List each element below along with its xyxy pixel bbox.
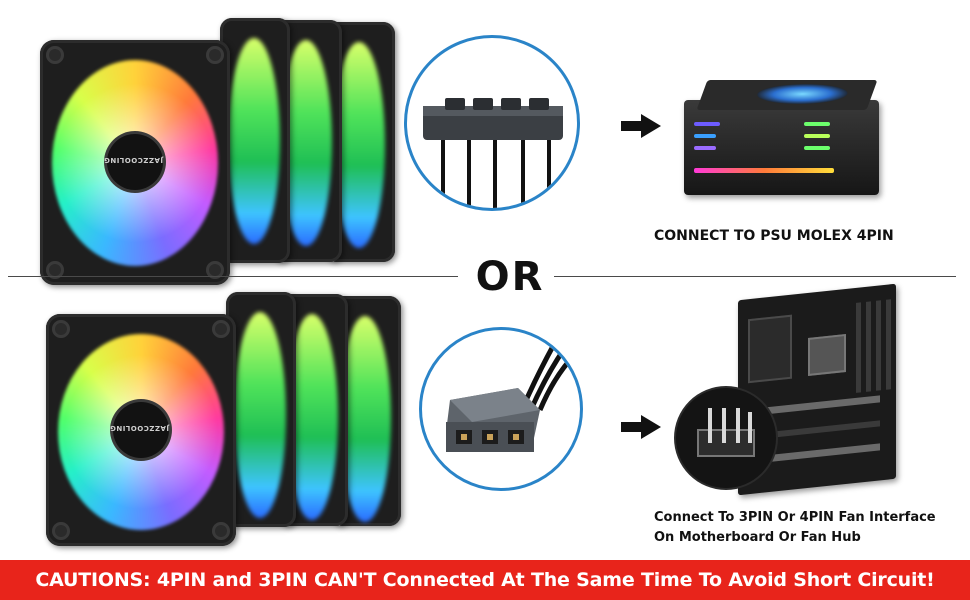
fan-hub: JAZZCOOLING bbox=[103, 134, 163, 190]
bottom-caption-line-2: On Motherboard Or Fan Hub bbox=[654, 530, 861, 545]
top-caption: CONNECT TO PSU MOLEX 4PIN bbox=[654, 228, 894, 244]
fan-group-top: JAZZCOOLING bbox=[40, 18, 395, 285]
fan-3pin-connector-icon bbox=[446, 330, 580, 452]
caution-banner: CAUTIONS: 4PIN and 3PIN CAN'T Connected … bbox=[0, 560, 970, 600]
caution-text: CAUTIONS: 4PIN and 3PIN CAN'T Connected … bbox=[35, 569, 935, 591]
molex-4pin-callout bbox=[404, 35, 580, 211]
molex-4pin-connector-icon bbox=[423, 98, 563, 208]
fan-back-1 bbox=[220, 18, 290, 263]
fan-header-zoom bbox=[676, 388, 776, 488]
fan-hub-brand: JAZZCOOLING bbox=[109, 424, 169, 432]
fan-hub: JAZZCOOLING bbox=[109, 402, 169, 458]
arrow-right-icon bbox=[621, 415, 661, 439]
psu-icon bbox=[684, 80, 884, 195]
or-separator: OR bbox=[475, 254, 545, 300]
fan-3pin-callout bbox=[419, 327, 583, 491]
divider-left bbox=[8, 276, 458, 277]
fan-group-bottom: JAZZCOOLING bbox=[46, 292, 401, 547]
arrow-right-icon bbox=[621, 114, 661, 138]
fan-hub-brand: JAZZCOOLING bbox=[103, 156, 163, 164]
bottom-caption-line-1: Connect To 3PIN Or 4PIN Fan Interface bbox=[654, 510, 936, 525]
fan-front: JAZZCOOLING bbox=[40, 40, 230, 285]
fan-back-1 bbox=[226, 292, 296, 527]
fan-front: JAZZCOOLING bbox=[46, 314, 236, 546]
divider-right bbox=[554, 276, 956, 277]
